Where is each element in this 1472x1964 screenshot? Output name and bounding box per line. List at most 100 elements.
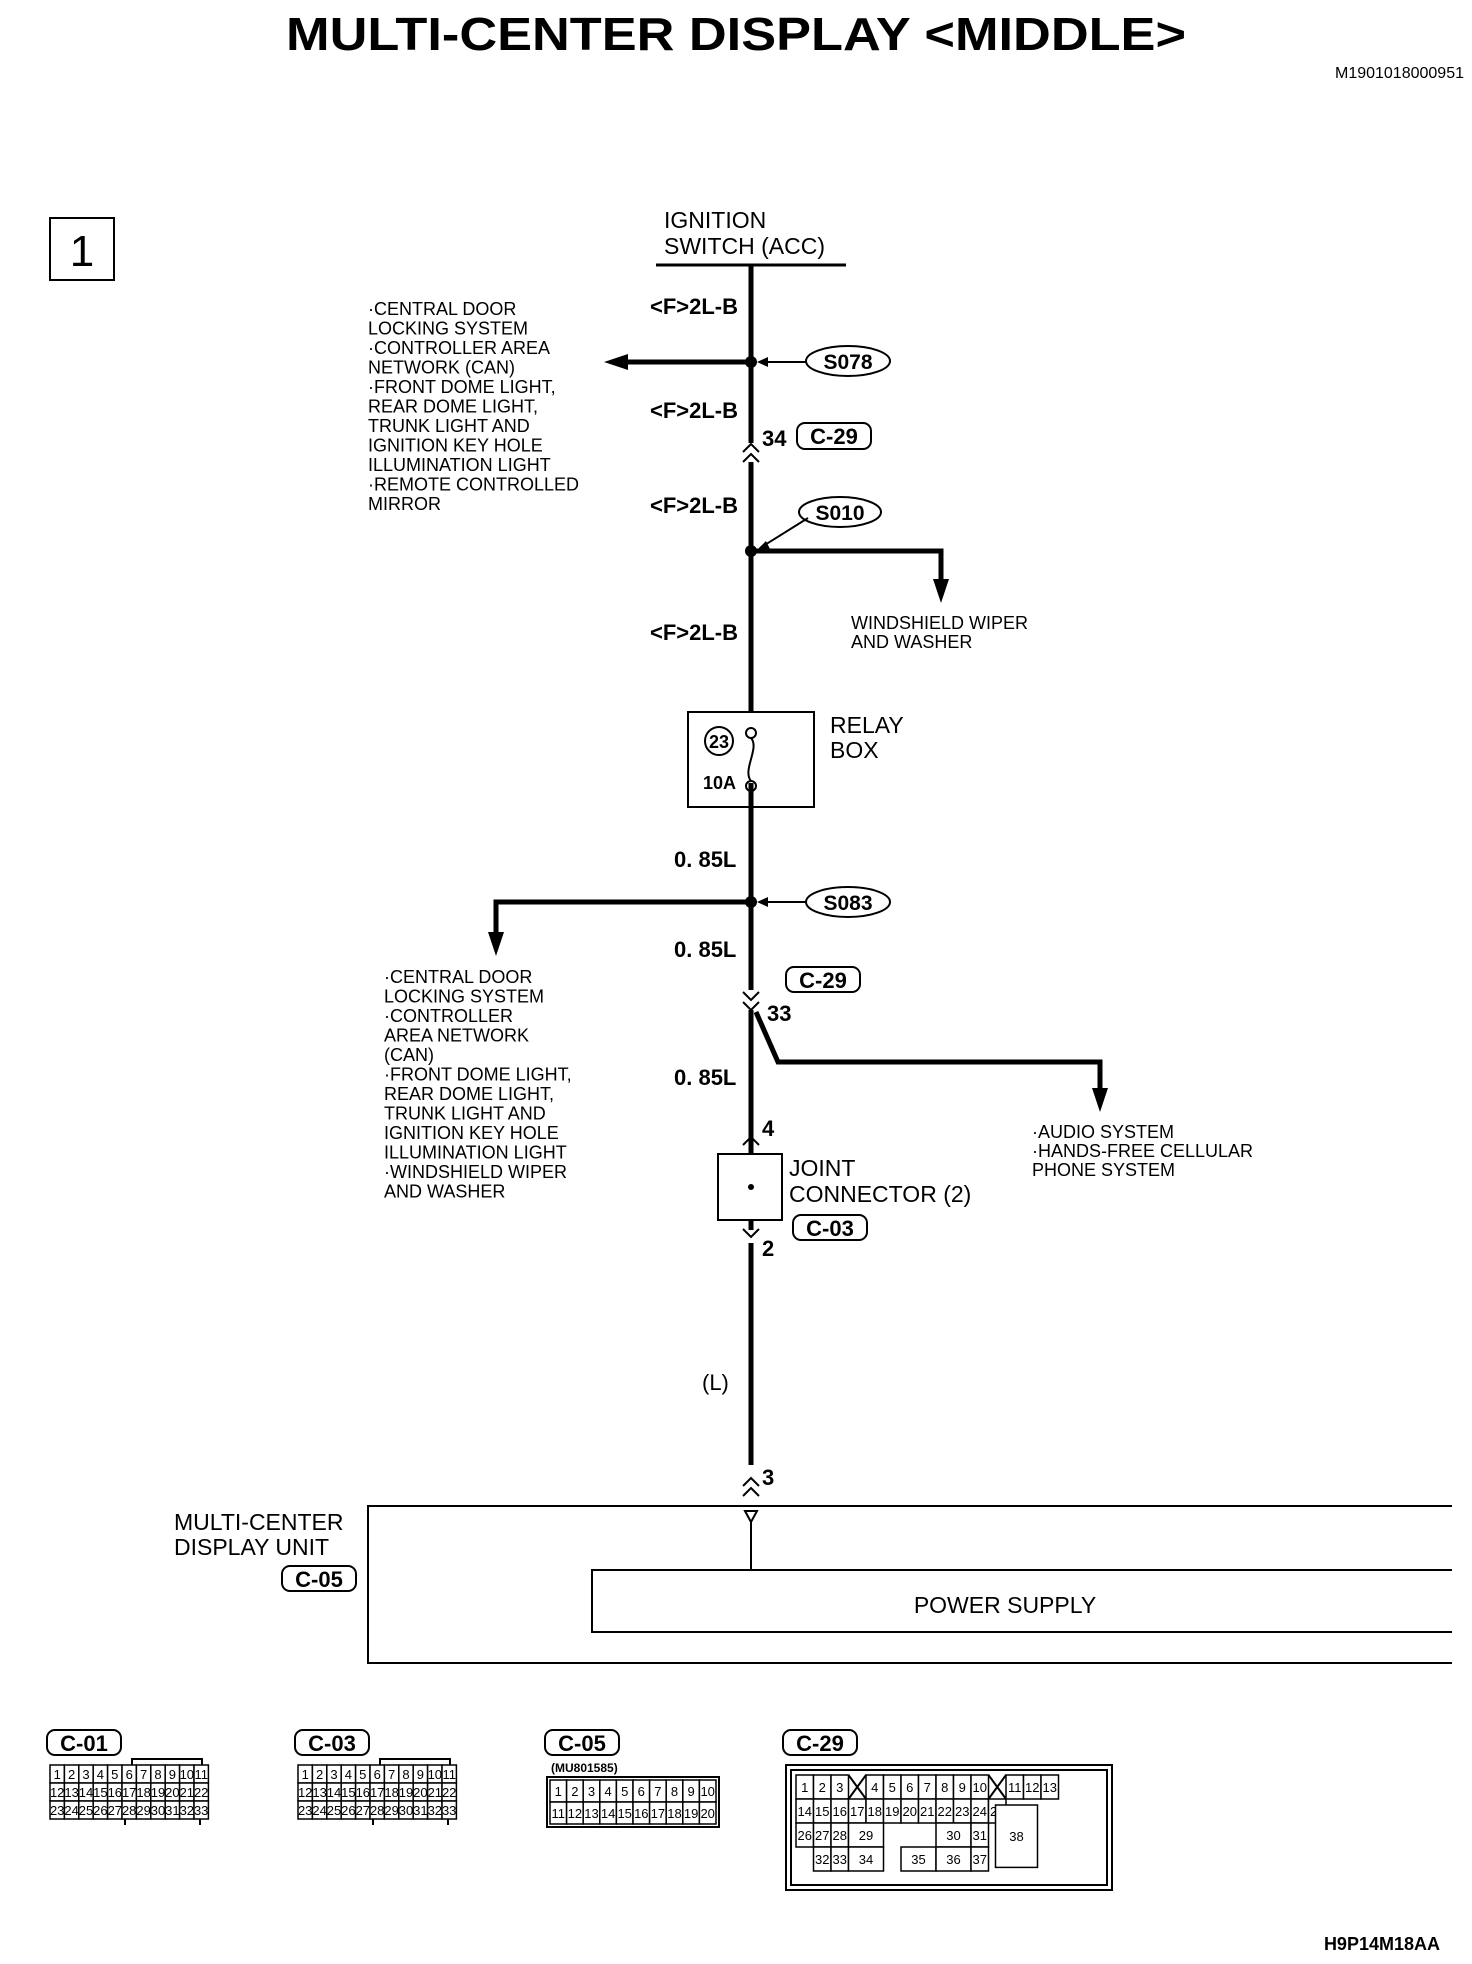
wire-label-3: <F>2L-B xyxy=(650,493,738,518)
pin-number: 3 xyxy=(836,1780,843,1795)
pin-number: 10 xyxy=(428,1767,442,1782)
pin-number: 12 xyxy=(568,1806,582,1821)
left-branch-2-line: REAR DOME LIGHT, xyxy=(384,1084,554,1104)
pin-number: 23 xyxy=(955,1804,969,1819)
pin-number: 9 xyxy=(687,1784,694,1799)
pin-number: 18 xyxy=(136,1785,150,1800)
pin-number: 10 xyxy=(700,1784,714,1799)
pin-number: 21 xyxy=(180,1785,194,1800)
pin-number: 16 xyxy=(356,1785,370,1800)
pin-number: 17 xyxy=(850,1804,864,1819)
pin-number: 2 xyxy=(68,1767,75,1782)
pin-number: 7 xyxy=(388,1767,395,1782)
pin-number: 17 xyxy=(122,1785,136,1800)
left-branch-1-text: ·CENTRAL DOOR LOCKING SYSTEM·CONTROLLER … xyxy=(368,299,579,514)
pin-number: 25 xyxy=(327,1803,341,1818)
pin-number: 10 xyxy=(973,1780,987,1795)
pin-number: 9 xyxy=(959,1780,966,1795)
pin-number: 5 xyxy=(359,1767,366,1782)
connector-label-c03: C-03 xyxy=(806,1216,854,1241)
pin-number: 7 xyxy=(924,1780,931,1795)
left-branch-1-line: LOCKING SYSTEM xyxy=(368,319,528,339)
pin-number: 15 xyxy=(93,1785,107,1800)
pin-number: 3 xyxy=(330,1767,337,1782)
branch-arrow-right-2 xyxy=(1092,1088,1108,1112)
pin-number: 4 xyxy=(604,1784,611,1799)
pin-number: 28 xyxy=(370,1803,384,1818)
right-branch-1-line1: WINDSHIELD WIPER xyxy=(851,613,1028,633)
fuse-rating: 10A xyxy=(703,773,736,793)
pin-number: 32 xyxy=(180,1803,194,1818)
ignition-switch-label-2: SWITCH (ACC) xyxy=(664,233,825,259)
pin-number: 9 xyxy=(417,1767,424,1782)
connector-view-label-c05: C-05 xyxy=(558,1731,606,1756)
pin-number: 14 xyxy=(327,1785,341,1800)
branch-arrow-right-1 xyxy=(933,579,949,603)
pin-number: 8 xyxy=(402,1767,409,1782)
splice-label-s083: S083 xyxy=(823,892,872,915)
connector-view-part-c05: (MU801585) xyxy=(551,1761,618,1775)
pin-number: 34 xyxy=(859,1852,873,1867)
wire-label-5: 0. 85L xyxy=(674,847,736,872)
pin-number: 17 xyxy=(651,1806,665,1821)
pin-number: 29 xyxy=(136,1803,150,1818)
pin-number: 1 xyxy=(54,1767,61,1782)
pin-number: 30 xyxy=(151,1803,165,1818)
pin-number: 20 xyxy=(700,1806,714,1821)
pin-number: 37 xyxy=(973,1852,987,1867)
left-branch-1-line: MIRROR xyxy=(368,494,441,514)
pin-number: 28 xyxy=(122,1803,136,1818)
pin-number: 21 xyxy=(428,1785,442,1800)
splice-badge-s010 xyxy=(798,496,882,528)
pin-number: 6 xyxy=(126,1767,133,1782)
connector-label-c05: C-05 xyxy=(295,1567,343,1592)
pin-number: 9 xyxy=(169,1767,176,1782)
pin-number: 19 xyxy=(399,1785,413,1800)
left-branch-2-line: ·WINDSHIELD WIPER xyxy=(384,1162,567,1182)
pin-number: 1 xyxy=(555,1784,562,1799)
pin-number: 16 xyxy=(634,1806,648,1821)
connector-badge-c03 xyxy=(792,1214,868,1241)
pin-number: 24 xyxy=(64,1803,78,1818)
connector-symbol-c05 xyxy=(742,1476,760,1497)
pin-number: 29 xyxy=(384,1803,398,1818)
pin-cell xyxy=(994,1804,1039,1869)
left-branch-2-line: ·CONTROLLER xyxy=(384,1006,513,1026)
pin-number: 30 xyxy=(399,1803,413,1818)
connector-view-label-c03: C-03 xyxy=(308,1731,356,1756)
pin-number: 6 xyxy=(374,1767,381,1782)
pin-number: 35 xyxy=(911,1852,925,1867)
connector-view-label-c01: C-01 xyxy=(60,1731,108,1756)
left-branch-2-line: IGNITION KEY HOLE xyxy=(384,1123,559,1143)
splice-label-s078: S078 xyxy=(823,351,872,374)
pin-c29-33: 33 xyxy=(767,1001,791,1026)
branch-wire-right-2 xyxy=(753,1010,1103,1088)
pin-number: 25 xyxy=(79,1803,93,1818)
pin-cell xyxy=(193,1800,210,1820)
pin-number: 27 xyxy=(356,1803,370,1818)
power-supply-box xyxy=(591,1569,1452,1633)
pin-cell xyxy=(847,1822,885,1848)
power-supply-label: POWER SUPPLY xyxy=(914,1592,1096,1618)
pin-number: 12 xyxy=(50,1785,64,1800)
pin-c05-3: 3 xyxy=(762,1465,774,1490)
left-branch-2-line: LOCKING SYSTEM xyxy=(384,987,544,1007)
left-branch-2-line: TRUNK LIGHT AND xyxy=(384,1104,546,1124)
pin-number: 4 xyxy=(345,1767,352,1782)
pin-number: 5 xyxy=(111,1767,118,1782)
left-branch-1-line: REAR DOME LIGHT, xyxy=(368,397,538,417)
document-id: M1901018000951 xyxy=(1335,65,1464,82)
pin-number: 33 xyxy=(194,1803,208,1818)
pin-number: 1 xyxy=(302,1767,309,1782)
pin-cell xyxy=(970,1846,990,1872)
pin-number: 18 xyxy=(667,1806,681,1821)
pin-number: 3 xyxy=(588,1784,595,1799)
branch-wire-left-2 xyxy=(493,899,751,935)
pin-number: 11 xyxy=(442,1767,456,1782)
pin-number: 22 xyxy=(442,1785,456,1800)
wire-label-4: <F>2L-B xyxy=(650,620,738,645)
